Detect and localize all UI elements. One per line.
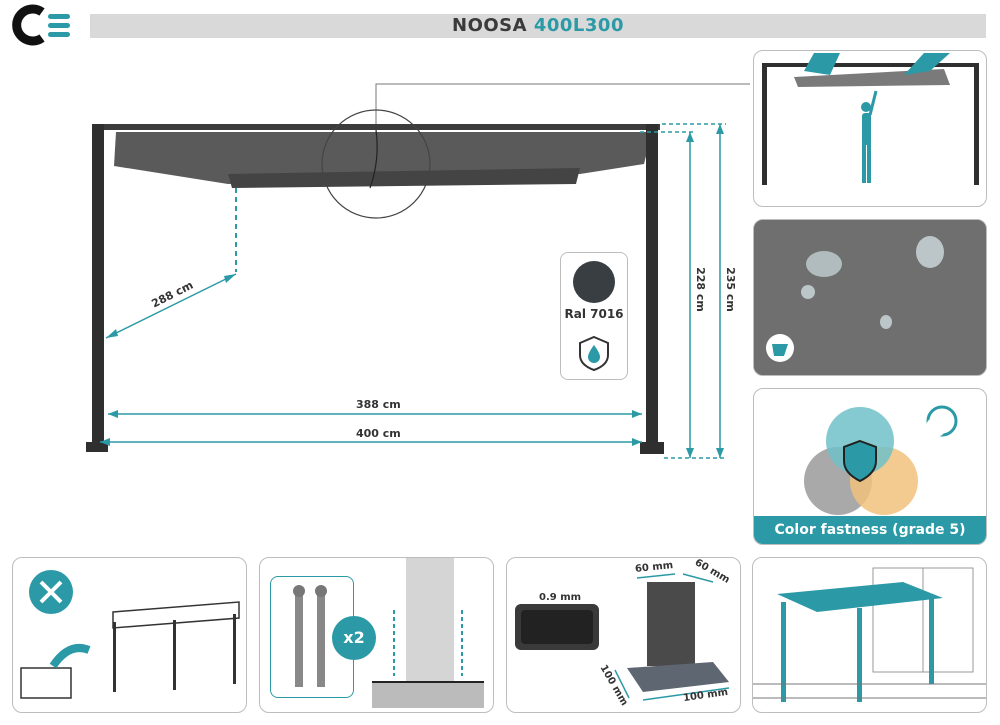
color-fastness-caption: Color fastness (grade 5) [754,516,986,544]
assembly-card [12,557,247,713]
title-bar: NOOSA 400L300 [90,14,986,38]
waterproof-fabric-card [753,219,987,376]
product-name: NOOSA [452,15,528,36]
total-height-dimension-label: 235 cm [723,267,737,312]
product-model: 400L300 [533,15,624,36]
ral-code-label: Ral 7016 [564,307,624,321]
water-shield-icon [574,333,614,373]
post-dimensions-card: 0.9 mm 60 mm 60 mm 100 mm 100 mm [506,557,741,713]
lifestyle-sketch-card [752,557,987,713]
screw-count-badge: x2 [332,616,376,660]
color-badge: Ral 7016 [560,252,628,380]
clear-height-dimension-label: 228 cm [693,267,707,312]
canvas-operation-card [753,50,987,207]
product-title: NOOSA 400L300 [90,14,986,38]
pergola-main-drawing [80,80,750,470]
color-fastness-card: Color fastness (grade 5) [753,388,987,545]
outer-width-dimension-label: 400 cm [356,427,401,440]
color-swatch [573,261,615,303]
inner-width-dimension-label: 388 cm [356,398,401,411]
wall-thickness-label: 0.9 mm [539,592,582,603]
anchoring-card: x2 [259,557,494,713]
brand-logo [12,4,74,46]
